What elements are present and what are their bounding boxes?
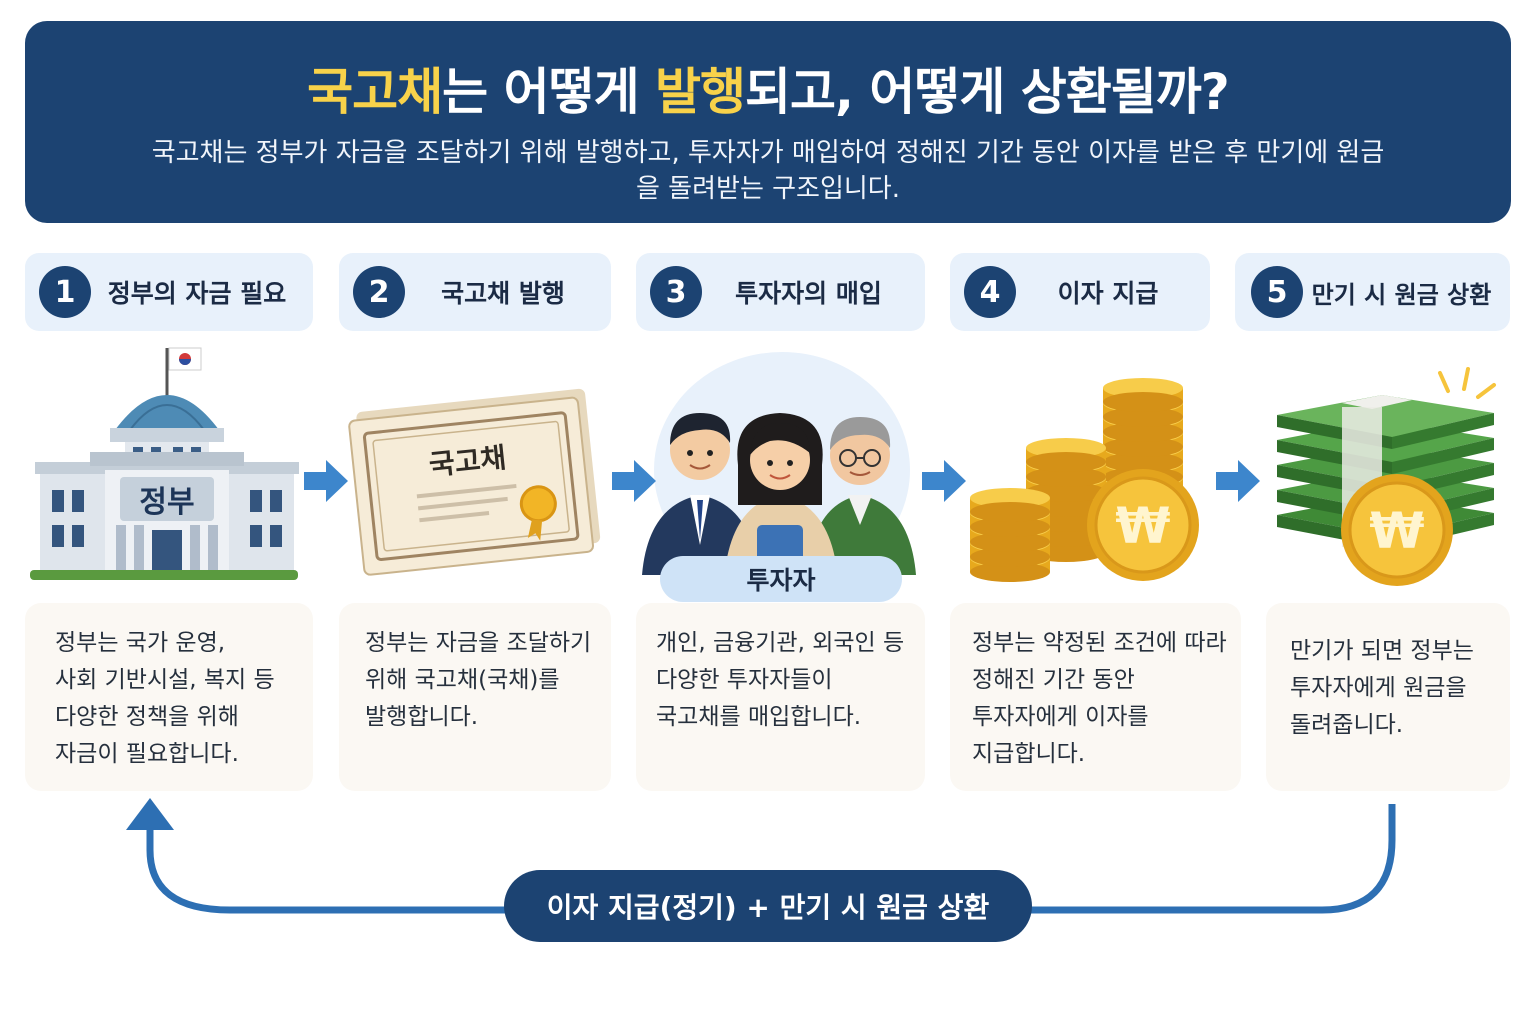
step-number: 3: [650, 266, 702, 318]
desc-line: 정부는 국가 운영,: [55, 630, 226, 656]
desc-line: 정해진 기간 동안: [972, 667, 1135, 693]
desc-line: 투자자에게 이자를: [972, 704, 1149, 730]
desc-line: 투자자에게 원금을: [1290, 675, 1467, 701]
step-title: 투자자의 매입: [735, 279, 882, 308]
government-label: 정부: [139, 485, 194, 520]
investor-label: 투자자: [660, 556, 902, 602]
desc-line: 위해 국고채(국채)를: [365, 667, 560, 693]
title-highlight-bond: 국고채: [307, 63, 443, 121]
desc-line: 지급합니다.: [972, 741, 1086, 767]
desc-line: 국고채를 매입합니다.: [656, 704, 862, 730]
government-building-icon: 정부: [30, 347, 299, 580]
step-2-header: 2 국고채 발행: [339, 253, 611, 331]
title-text-1: 는 어떻게: [442, 63, 655, 121]
bond-certificate-icon: 국고채: [348, 388, 601, 576]
page-title: 국고채는 어떻게 발행되고, 어떻게 상환될까?: [25, 61, 1511, 123]
step-4-description: 정부는 약정된 조건에 따라 정해진 기간 동안 투자자에게 이자를 지급합니다…: [950, 603, 1241, 791]
flow-label: 이자 지급(정기) + 만기 시 원금 상환: [504, 870, 1032, 942]
desc-line: 만기가 되면 정부는: [1290, 638, 1474, 664]
won-symbol: ₩: [1115, 497, 1170, 555]
step-title: 국고채 발행: [441, 279, 565, 308]
step-number: 2: [353, 266, 405, 318]
step-title: 이자 지급: [1057, 279, 1159, 308]
step-1-description: 정부는 국가 운영, 사회 기반시설, 복지 등 다양한 정책을 위해 자금이 …: [25, 603, 313, 791]
desc-line: 자금이 필요합니다.: [55, 741, 239, 767]
step-5-header: 5 만기 시 원금 상환: [1235, 253, 1510, 331]
coin-stacks-icon: ₩: [970, 378, 1199, 582]
arrow-right-icon: [612, 460, 656, 502]
step-2-description: 정부는 자금을 조달하기 위해 국고채(국채)를 발행합니다.: [339, 603, 611, 791]
won-symbol: ₩: [1369, 502, 1424, 560]
step-number: 1: [39, 266, 91, 318]
header-banner: 국고채는 어떻게 발행되고, 어떻게 상환될까? 국고채는 정부가 자금을 조달…: [25, 21, 1511, 223]
arrow-right-icon: [922, 460, 966, 502]
investors-icon: [642, 352, 916, 580]
step-title: 만기 시 원금 상환: [1311, 280, 1492, 309]
page-subtitle: 국고채는 정부가 자금을 조달하기 위해 발행하고, 투자자가 매입하여 정해진…: [151, 138, 1385, 204]
arrow-right-icon: [1216, 460, 1260, 502]
title-highlight-issue: 발행: [655, 63, 746, 121]
desc-line: 정부는 자금을 조달하기: [365, 630, 592, 656]
certificate-label: 국고채: [427, 441, 507, 482]
desc-line: 개인, 금융기관, 외국인 등: [656, 630, 905, 656]
step-number: 5: [1251, 266, 1303, 318]
desc-line: 정부는 약정된 조건에 따라: [972, 630, 1227, 656]
step-title: 정부의 자금 필요: [107, 279, 287, 308]
desc-line: 다양한 투자자들이: [656, 667, 833, 693]
step-4-header: 4 이자 지급: [950, 253, 1210, 331]
cash-stack-icon: ₩: [1277, 367, 1496, 586]
step-3-description: 개인, 금융기관, 외국인 등 다양한 투자자들이 국고채를 매입합니다.: [636, 603, 925, 791]
desc-line: 돌려줍니다.: [1290, 712, 1404, 738]
arrow-right-icon: [304, 460, 348, 502]
title-text-2: 되고, 어떻게 상환될까?: [745, 63, 1230, 121]
step-5-description: 만기가 되면 정부는 투자자에게 원금을 돌려줍니다.: [1266, 603, 1510, 791]
desc-line: 사회 기반시설, 복지 등: [55, 667, 275, 693]
desc-line: 다양한 정책을 위해: [55, 704, 239, 730]
step-3-header: 3 투자자의 매입: [636, 253, 925, 331]
step-1-header: 1 정부의 자금 필요: [25, 253, 313, 331]
desc-line: 발행합니다.: [365, 704, 479, 730]
step-number: 4: [964, 266, 1016, 318]
